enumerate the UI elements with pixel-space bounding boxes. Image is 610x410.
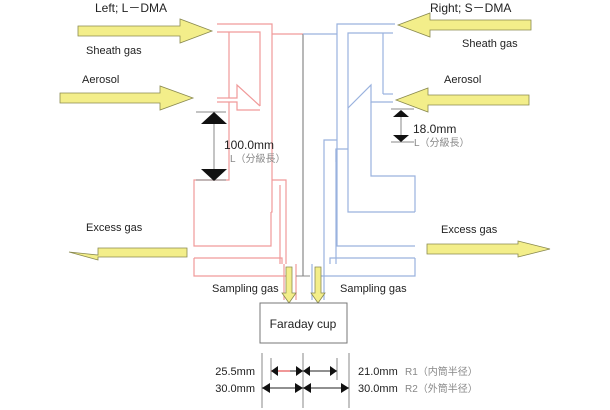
right-excess-arrow (426, 240, 551, 258)
right-sampling-arrow (310, 266, 326, 304)
right-length-dimension (391, 108, 414, 143)
right-length-value: 18.0mm (413, 122, 456, 136)
r1-right-value: 21.0mm (358, 366, 398, 378)
right-aerosol-arrow (394, 87, 530, 113)
left-sampling-arrow (281, 266, 297, 304)
r2-note: R2（外筒半径） (405, 382, 478, 395)
r2-left-value: 30.0mm (215, 383, 255, 395)
r1-left-value: 25.5mm (215, 366, 255, 378)
faraday-cup-box (259, 302, 348, 344)
left-sheath-arrow (77, 18, 214, 44)
radius-dimensions (261, 353, 350, 408)
left-aerosol-label: Aerosol (82, 74, 119, 86)
right-dma-body (303, 23, 416, 300)
left-excess-arrow (68, 247, 188, 261)
right-sheath-arrow (396, 12, 532, 38)
left-dma-body (193, 23, 303, 300)
left-dma-title: Left; L－DMA (95, 1, 167, 15)
right-dma-title: Right; S－DMA (430, 1, 511, 15)
r1-note: R1（内筒半径） (405, 365, 478, 378)
left-excess-label: Excess gas (86, 222, 143, 234)
right-length-note: L（分級長） (414, 136, 470, 149)
left-length-value: 100.0mm (224, 138, 274, 152)
r2-right-value: 30.0mm (358, 383, 398, 395)
right-sheath-label: Sheath gas (462, 38, 518, 50)
faraday-cup-label: Faraday cup (270, 317, 337, 331)
left-length-dimension (196, 111, 227, 181)
left-sheath-label: Sheath gas (86, 45, 142, 57)
left-length-note: L（分級長） (230, 152, 286, 165)
left-sampling-label: Sampling gas (212, 283, 279, 295)
left-aerosol-arrow (59, 85, 195, 111)
right-excess-label: Excess gas (441, 224, 498, 236)
right-sampling-label: Sampling gas (340, 283, 407, 295)
right-aerosol-label: Aerosol (444, 74, 481, 86)
